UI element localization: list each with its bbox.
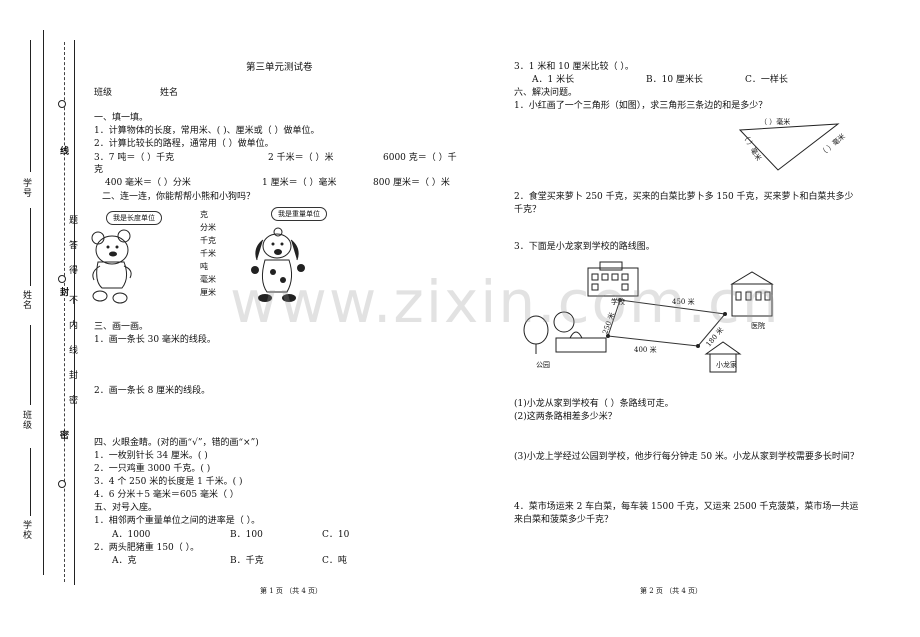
school-line bbox=[30, 448, 31, 516]
s4-question-3: 3．4 个 250 米的长度是 1 千米。( ) bbox=[94, 477, 243, 487]
dog-illustration bbox=[251, 227, 305, 302]
section-1-title: 一、填一填。 bbox=[94, 113, 149, 123]
r-q3-option-a[interactable]: A．1 米长 bbox=[532, 75, 575, 85]
section-3-title: 三、画一画。 bbox=[94, 322, 149, 332]
dog-speech-bubble: 我是重量单位 bbox=[271, 207, 327, 221]
s5-q1-option-b[interactable]: B．100 bbox=[230, 530, 263, 540]
s1-question-1: 1．计算物体的长度，常用米、( )、厘米或（ ）做单位。 bbox=[94, 126, 320, 136]
unit-word[interactable]: 分米 bbox=[200, 223, 216, 232]
school-label: 学校 bbox=[21, 520, 31, 540]
r-q3-option-b[interactable]: B．10 厘米长 bbox=[646, 75, 703, 85]
map-distance-450: 450 米 bbox=[672, 298, 695, 306]
s1-question-3d: 克 bbox=[94, 165, 104, 175]
page-2-footer: 第 2 页 （共 4 页） bbox=[640, 587, 703, 595]
binding-hole bbox=[58, 100, 66, 108]
binding-hole bbox=[58, 275, 66, 283]
s5-q2-option-c[interactable]: C．吨 bbox=[322, 556, 347, 566]
section-6-title: 六、解决问题。 bbox=[514, 88, 578, 98]
seal-mark-mi: 密 bbox=[58, 430, 68, 440]
section-5-title: 五、对号入座。 bbox=[94, 503, 158, 513]
s3-question-2: 2．画一条长 8 厘米的线段。 bbox=[94, 386, 211, 396]
problem-2-line-1: 2．食堂买来萝卜 250 千克，买来的白菜比萝卜多 150 千克，买来萝卜和白菜… bbox=[514, 192, 854, 202]
problem-4-line-2: 来白菜和菠菜多少千克？ bbox=[514, 515, 614, 525]
name-label: 姓名 bbox=[21, 290, 31, 310]
s4-question-4: 4．6 分米＋5 毫米＝605 毫米（ ） bbox=[94, 490, 239, 500]
map-label-school: 学校 bbox=[611, 298, 625, 306]
seal-word: 题 bbox=[67, 215, 77, 225]
bear-illustration bbox=[91, 229, 132, 304]
map-distance-400: 400 米 bbox=[634, 346, 657, 354]
student-number-label: 学号 bbox=[21, 178, 31, 198]
seal-word: 密 bbox=[67, 395, 77, 405]
seal-word: 答 bbox=[67, 240, 77, 250]
map-label-hospital: 医院 bbox=[751, 322, 765, 330]
problem-2-line-2: 千克？ bbox=[514, 205, 542, 215]
name-line bbox=[30, 208, 31, 286]
bear-speech-bubble: 我是长度单位 bbox=[106, 211, 162, 225]
problem-3-1: (1)小龙从家到学校有（ ）条路线可走。 bbox=[514, 399, 674, 409]
s5-q2-option-b[interactable]: B．千克 bbox=[230, 556, 264, 566]
class-label: 班级 bbox=[21, 410, 31, 430]
margin-border-line bbox=[43, 30, 44, 575]
unit-word[interactable]: 千米 bbox=[200, 249, 216, 258]
exam-title: 第三单元测试卷 bbox=[246, 62, 313, 73]
section-2-title: 二、连一连，你能帮帮小熊和小狗吗？ bbox=[102, 192, 256, 202]
seal-mark-feng: 封 bbox=[58, 287, 68, 297]
s1-question-3a: 3．7 吨＝（ ）千克 bbox=[94, 153, 175, 163]
map-label-home: 小龙家 bbox=[716, 361, 737, 369]
map-label-park: 公园 bbox=[536, 361, 550, 369]
route-map bbox=[523, 261, 774, 373]
s1-question-4b: 1 厘米＝（ ）毫米 bbox=[262, 178, 337, 188]
s3-question-1: 1．画一条长 30 毫米的线段。 bbox=[94, 335, 216, 345]
unit-word[interactable]: 千克 bbox=[200, 236, 216, 245]
seal-word: 封 bbox=[67, 370, 77, 380]
s1-question-4c: 800 厘米＝（ ）米 bbox=[373, 178, 450, 188]
s1-question-3c: 6000 克＝（ ）千 bbox=[383, 153, 457, 163]
seal-word: 内 bbox=[67, 320, 77, 330]
problem-3-3: (3)小龙上学经过公园到学校，他步行每分钟走 50 米。小龙从家到学校需要多长时… bbox=[514, 452, 859, 462]
margin-inner-line bbox=[74, 40, 75, 585]
seal-word: 线 bbox=[67, 345, 77, 355]
s5-q2-option-a[interactable]: A．克 bbox=[112, 556, 137, 566]
student-number-line bbox=[30, 40, 31, 172]
s5-q1-option-a[interactable]: A．1000 bbox=[112, 530, 151, 540]
s1-question-2: 2．计算比较长的路程，通常用（ ）做单位。 bbox=[94, 139, 274, 149]
s4-question-2: 2．一只鸡重 3000 千克。( ) bbox=[94, 464, 211, 474]
watermark: www.zixin.com.cn bbox=[230, 268, 781, 336]
section-4-title: 四、火眼金睛。(对的画“√”，错的画“×”) bbox=[94, 438, 259, 448]
unit-word[interactable]: 毫米 bbox=[200, 275, 216, 284]
seal-word: 不 bbox=[67, 295, 77, 305]
s4-question-1: 1．一枚别针长 34 厘米。( ) bbox=[94, 451, 208, 461]
problem-4-line-1: 4．菜市场运来 2 车白菜，每车装 1500 千克，又运来 2500 千克菠菜，… bbox=[514, 502, 859, 512]
page-1-footer: 第 1 页 （共 4 页） bbox=[260, 587, 323, 595]
s5-q1-option-c[interactable]: C．10 bbox=[322, 530, 350, 540]
name-field-label: 姓名 bbox=[160, 88, 179, 98]
r-question-3: 3．1 米和 10 厘米比较（ ）。 bbox=[514, 62, 634, 72]
problem-3: 3．下面是小龙家到学校的路线图。 bbox=[514, 242, 655, 252]
seal-word: 得 bbox=[67, 265, 77, 275]
unit-word[interactable]: 克 bbox=[200, 210, 208, 219]
seal-mark-xian: 线 bbox=[58, 146, 68, 156]
seal-dashed-line bbox=[64, 42, 65, 582]
problem-3-2: (2)这两条路相差多少米？ bbox=[514, 412, 617, 422]
binding-hole bbox=[58, 480, 66, 488]
s1-question-3b: 2 千米＝（ ）米 bbox=[268, 153, 334, 163]
s1-question-4a: 400 毫米＝（ ）分米 bbox=[105, 178, 191, 188]
class-field-label: 班级 bbox=[94, 88, 113, 98]
triangle-label-top: （ ）毫米 bbox=[760, 118, 791, 126]
unit-word-list: 克 分米 千克 千米 吨 毫米 厘米 bbox=[200, 208, 216, 299]
class-line bbox=[30, 325, 31, 405]
problem-1: 1．小红画了一个三角形（如图），求三角形三条边的和是多少？ bbox=[514, 101, 768, 111]
triangle-figure bbox=[738, 123, 840, 171]
s5-question-1: 1．相邻两个重量单位之间的进率是（ ）。 bbox=[94, 516, 261, 526]
s5-question-2: 2．两头肥猪重 150（ ）。 bbox=[94, 543, 200, 553]
r-q3-option-c[interactable]: C．一样长 bbox=[745, 75, 788, 85]
unit-word[interactable]: 吨 bbox=[200, 262, 208, 271]
unit-word[interactable]: 厘米 bbox=[200, 288, 216, 297]
